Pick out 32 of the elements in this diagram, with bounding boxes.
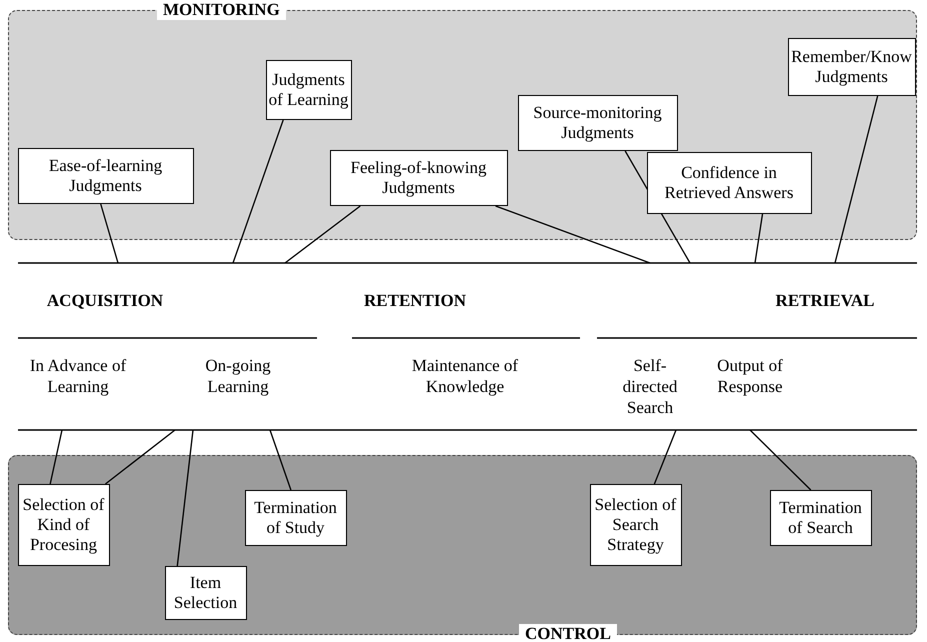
phase-heading: RETRIEVAL (774, 290, 876, 311)
text-box: Selection of Kind of Procesing (18, 484, 110, 566)
text-box: Termination of Study (244, 490, 346, 546)
phase-label: Self-directed Search (622, 355, 678, 418)
connector-line (176, 430, 194, 566)
text-box: Selection of Search Strategy (590, 484, 682, 566)
connector-line (105, 429, 176, 485)
phase-label: Maintenance of Knowledge (410, 355, 520, 397)
text-box: Termination of Search (770, 490, 872, 546)
phase-label: Output of Response (716, 355, 784, 397)
phase-label: On-going Learning (204, 355, 272, 397)
connector-line (834, 96, 878, 264)
region-title: CONTROL (519, 624, 617, 642)
text-box: Ease-of-learning Judgments (18, 148, 194, 204)
connector-line (232, 120, 284, 264)
phase-heading: RETENTION (362, 290, 468, 311)
text-box: Judgments of Learning (266, 60, 352, 120)
phase-heading: ACQUISITION (46, 290, 164, 311)
text-box: Item Selection (164, 566, 246, 620)
connector-line (750, 430, 812, 490)
connector-line (50, 430, 63, 484)
connector-line (654, 430, 677, 484)
connector-line (100, 204, 119, 264)
connector-line (269, 430, 292, 490)
connector-line (495, 205, 650, 264)
phase-label: In Advance of Learning (28, 355, 128, 397)
text-box: Source-monitoring Judgments (518, 94, 678, 150)
text-box: Feeling-of-knowing Judgments (330, 150, 508, 206)
text-box: Confidence in Retrieved Answers (646, 152, 812, 214)
connector-line (754, 214, 764, 264)
connector-line (284, 205, 361, 264)
text-box: Remember/Know Judgments (788, 38, 916, 96)
